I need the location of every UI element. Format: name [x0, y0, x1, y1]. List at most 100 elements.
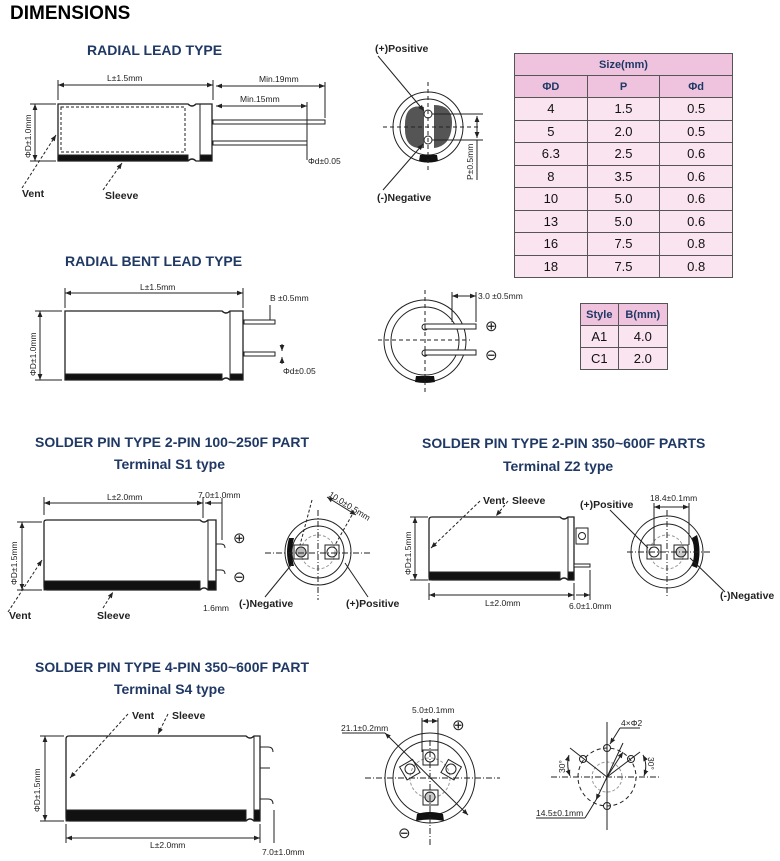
section-z2-title: SOLDER PIN TYPE 2-PIN 350~600F PARTS [422, 435, 706, 451]
z2-positive-label: (+)Positive [580, 499, 634, 511]
cell: 0.8 [659, 254, 733, 278]
s1-minus-symbol: ⊖ [233, 569, 246, 586]
s1-vent-label: Vent [9, 610, 32, 622]
radial-pitch-label: P±0.5mm [465, 144, 475, 180]
radial-length-label: L±1.5mm [107, 73, 142, 83]
s4-circle-label: 21.1±0.2mm [341, 723, 388, 733]
cell: 16 [514, 232, 588, 256]
cell: 0.6 [659, 142, 733, 166]
cell: 2.5 [586, 142, 661, 166]
s4-pin-length-label: 7.0±1.0mm [262, 847, 304, 857]
z2-sleeve-label: Sleeve [512, 495, 545, 507]
s4-pcd-label: 14.5±0.1mm [536, 808, 583, 818]
s1-length-label: L±2.0mm [107, 492, 142, 502]
section-s1-subtitle: Terminal S1 type [114, 456, 226, 472]
cell: A1 [580, 325, 619, 348]
z2-negative-label: (-)Negative [720, 590, 774, 602]
cell: 7.5 [586, 254, 661, 278]
section-s4-title: SOLDER PIN TYPE 4-PIN 350~600F PART [35, 659, 309, 675]
s4-side-view [40, 713, 275, 843]
s1-diameter-label: ΦD±1.5mm [9, 541, 19, 585]
s4-hole-pattern [536, 722, 660, 830]
bent-minus-symbol: ⊖ [485, 347, 498, 364]
cell: 8 [514, 164, 588, 188]
radial-min15-label: Min.15mm [240, 94, 280, 104]
s1-pin-length-label: 7.0±1.0mm [198, 490, 240, 500]
z2-spacing-label: 18.4±0.1mm [650, 493, 697, 503]
s4-pin-width-label: 5.0±0.1mm [412, 705, 454, 715]
s4-plus-symbol: ⊕ [452, 717, 465, 734]
s1-end-view [264, 496, 370, 600]
z2-end-view [609, 503, 726, 598]
s1-spacing-label: 10.0±0.5mm [327, 489, 372, 522]
s4-diameter-label: ΦD±1.5mm [32, 768, 42, 812]
radial-lead-end-view [377, 55, 483, 191]
radial-min19-label: Min.19mm [259, 74, 299, 84]
radial-lead-dia-label: Φd±0.05 [308, 156, 341, 166]
radial-negative-label: (-)Negative [377, 192, 431, 204]
section-s1-title: SOLDER PIN TYPE 2-PIN 100~250F PART [35, 434, 309, 450]
cell: 0.5 [659, 119, 733, 143]
bent-length-label: L±1.5mm [140, 282, 175, 292]
s4-minus-symbol: ⊖ [398, 825, 411, 842]
cell: 0.8 [659, 232, 733, 256]
s4-sleeve-label: Sleeve [172, 710, 205, 722]
cell: 10 [514, 187, 588, 211]
z2-pin-length-label: 6.0±1.0mm [569, 601, 611, 611]
bent-lead-dia-label: Φd±0.05 [283, 366, 316, 376]
bent-diameter-label: ΦD±1.0mm [28, 332, 38, 376]
cell: 6.3 [514, 142, 588, 166]
z2-length-label: L±2.0mm [485, 598, 520, 608]
style-table-header: Style [580, 303, 619, 326]
radial-diameter-label: ΦD±1.0mm [23, 114, 33, 158]
page-title: DIMENSIONS [10, 3, 131, 24]
s4-angle-right-label: 30° [646, 757, 656, 770]
cell: 4 [514, 97, 588, 121]
cell: 13 [514, 209, 588, 233]
radial-positive-label: (+)Positive [375, 43, 429, 55]
s4-holes-label: 4×Φ2 [621, 718, 642, 728]
s1-sleeve-label: Sleeve [97, 610, 130, 622]
bent-b-label: B ±0.5mm [270, 293, 309, 303]
s1-positive-label: (+)Positive [346, 598, 400, 610]
radial-bent-side-view [35, 288, 285, 381]
bent-plus-symbol: ⊕ [485, 318, 498, 335]
s1-negative-label: (-)Negative [239, 598, 293, 610]
section-radial-lead-title: RADIAL LEAD TYPE [87, 42, 223, 58]
cell: 2.0 [617, 347, 669, 370]
cell: 4.0 [617, 325, 669, 348]
cell: 0.5 [659, 97, 733, 121]
cell: 5 [514, 119, 588, 143]
radial-lead-side-view [21, 80, 326, 191]
size-table-header: Φd [659, 75, 733, 98]
s1-pin-width-label: 1.6mm [203, 603, 229, 613]
s4-end-view [342, 718, 500, 845]
cell: 7.5 [586, 232, 661, 256]
s4-vent-label: Vent [132, 710, 155, 722]
bent-offset-label: 3.0 ±0.5mm [478, 291, 523, 301]
cell: 1.5 [586, 97, 661, 121]
z2-side-view [410, 500, 591, 600]
s1-side-view [7, 497, 226, 613]
cell: 0.6 [659, 164, 733, 188]
cell: 18 [514, 254, 588, 278]
size-table-header: P [586, 75, 661, 98]
radial-sleeve-label: Sleeve [105, 190, 138, 202]
radial-vent-label: Vent [22, 188, 45, 200]
s1-plus-symbol: ⊕ [233, 530, 246, 547]
size-table-header: ΦD [514, 75, 588, 98]
s4-angle-left-label: 30° [557, 760, 567, 773]
cell: 2.0 [586, 119, 661, 143]
